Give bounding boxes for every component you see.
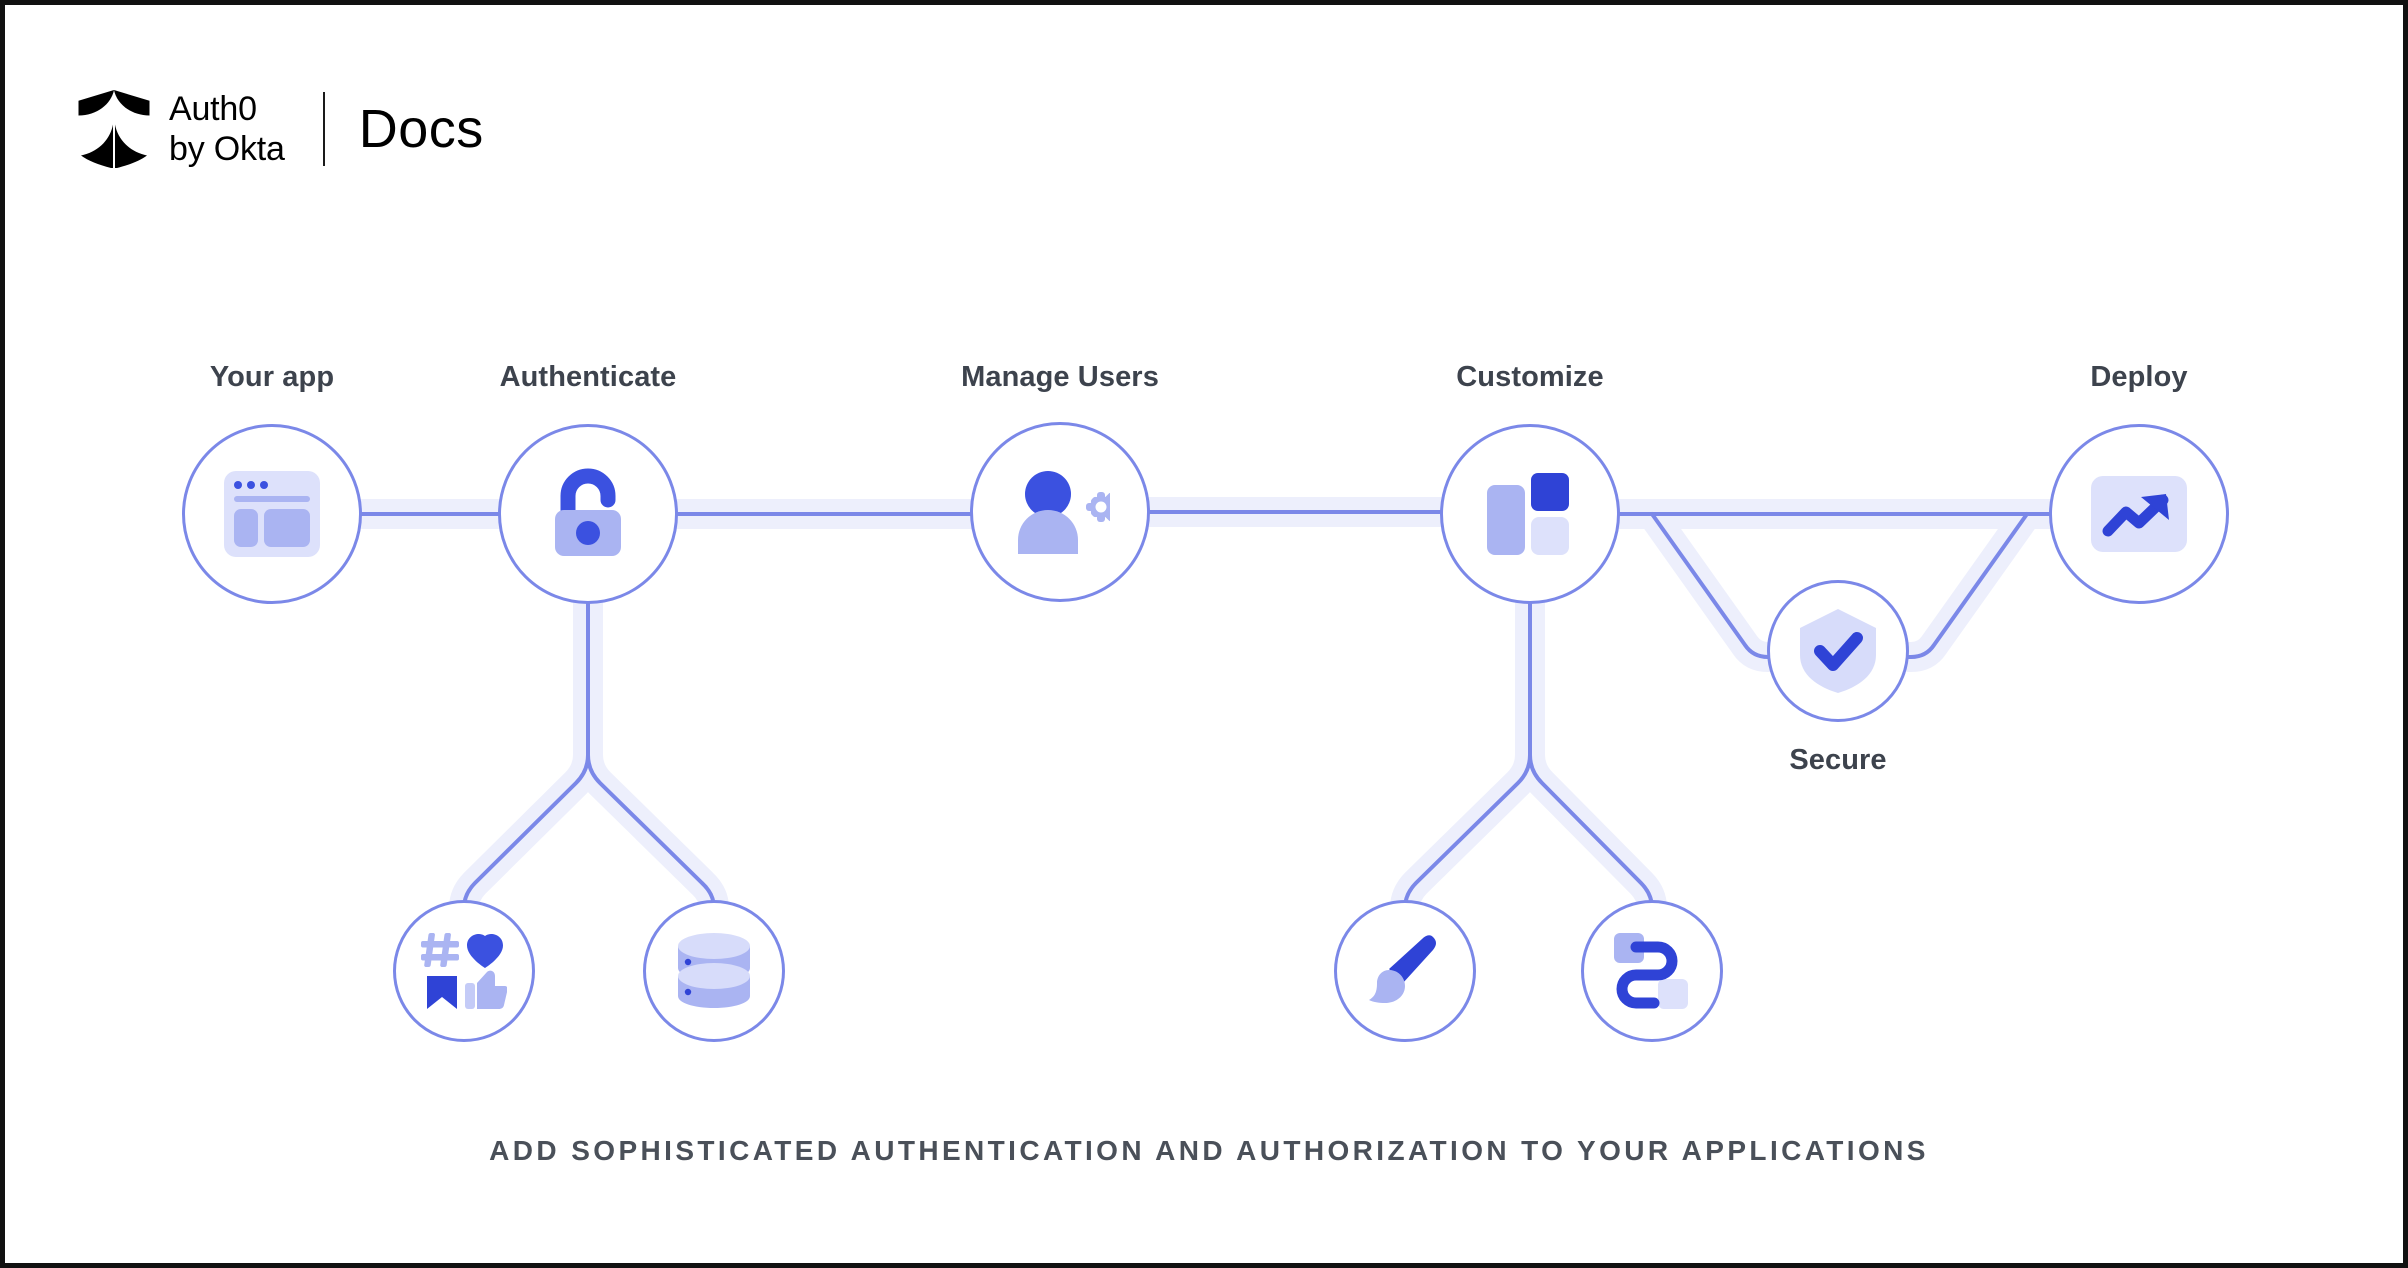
brand-name-line1: Auth0: [169, 89, 257, 128]
user-gear-icon: [1018, 471, 1110, 554]
node-branding[interactable]: [1334, 900, 1476, 1042]
product-title: Docs: [358, 99, 484, 159]
auth0-shield-icon: [77, 90, 151, 168]
node-actions[interactable]: [1581, 900, 1723, 1042]
brand-wordmark: Auth0 by Okta: [169, 89, 285, 169]
node-your-app[interactable]: [182, 424, 362, 604]
hashtag-icon: [421, 933, 459, 967]
bookmark-icon: [427, 976, 457, 1009]
flow-connector-icon: [1614, 933, 1688, 1009]
node-label-manage-users: Manage Users: [961, 361, 1159, 393]
brand-name-line2: by Okta: [169, 130, 285, 168]
node-deploy[interactable]: [2049, 424, 2229, 604]
flow-diagram: Your app Authenticate Manage Users Custo…: [5, 5, 2403, 1263]
thumbs-up-icon: [465, 970, 507, 1009]
brand-header: Auth0 by Okta Docs: [77, 87, 484, 171]
node-secure[interactable]: [1767, 580, 1909, 722]
node-label-secure: Secure: [1789, 744, 1887, 776]
shield-check-icon: [1800, 609, 1876, 693]
trending-up-arrow-icon: [2091, 476, 2187, 552]
browser-window-icon: [224, 471, 320, 557]
node-label-customize: Customize: [1456, 361, 1604, 393]
node-customize[interactable]: [1440, 424, 1620, 604]
node-social-logins[interactable]: [393, 900, 535, 1042]
paintbrush-icon: [1369, 935, 1436, 1003]
social-reactions-grid-icon: [421, 933, 507, 1009]
node-database[interactable]: [643, 900, 785, 1042]
node-manage-users[interactable]: [970, 422, 1150, 602]
database-icon: [678, 933, 750, 1008]
node-label-authenticate: Authenticate: [499, 361, 677, 393]
connector-wires: [347, 497, 2064, 935]
page-caption: ADD SOPHISTICATED AUTHENTICATION AND AUT…: [489, 1135, 1929, 1166]
layout-blocks-icon: [1487, 473, 1569, 555]
brand-divider: [322, 92, 325, 166]
node-label-your-app: Your app: [209, 361, 335, 393]
unlock-padlock-icon: [555, 468, 621, 556]
heart-icon: [467, 934, 503, 968]
node-label-deploy: Deploy: [2090, 361, 2188, 393]
node-authenticate[interactable]: [498, 424, 678, 604]
